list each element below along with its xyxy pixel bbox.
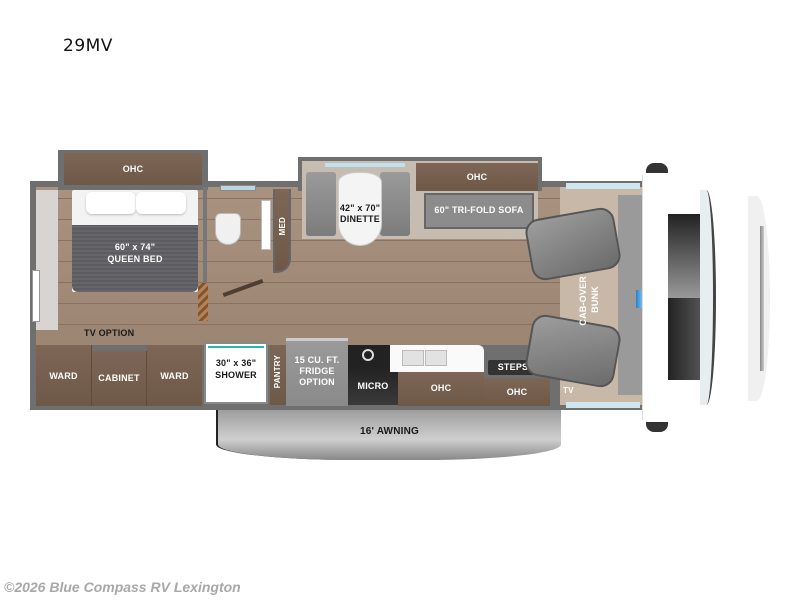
ward-right: WARD bbox=[147, 345, 202, 406]
entry-ohc: OHC bbox=[484, 378, 550, 406]
cab-over-bunk-line2: BUNK bbox=[590, 286, 600, 313]
rear-window bbox=[32, 270, 40, 322]
rear-wall-panel bbox=[36, 190, 58, 330]
pillow-right bbox=[136, 192, 186, 214]
model-title: 29MV bbox=[63, 36, 113, 56]
galley-ohc: OHC bbox=[398, 372, 484, 406]
med-cabinet: MED bbox=[273, 189, 291, 273]
dinette-bench-right bbox=[380, 172, 410, 236]
cabinet: CABINET bbox=[92, 351, 147, 406]
engine-bottom bbox=[668, 298, 702, 380]
shower: 30" x 36" SHOWER bbox=[204, 342, 268, 404]
microwave: MICRO bbox=[348, 367, 398, 405]
burner-icon bbox=[362, 349, 374, 361]
bath-window bbox=[220, 185, 256, 191]
tv-option-label: TV OPTION bbox=[84, 328, 135, 338]
dinette-table: 42" x 70" DINETTE bbox=[338, 172, 382, 246]
cab-tv-label: TV bbox=[563, 386, 574, 395]
galley-counter bbox=[390, 345, 484, 372]
dinette-bench-left bbox=[306, 172, 336, 236]
cab-over-bunk-line1: CAB-OVER bbox=[578, 276, 588, 326]
ward-left: WARD bbox=[36, 345, 92, 406]
mirror-bottom bbox=[646, 422, 668, 432]
curtain-icon bbox=[198, 283, 208, 321]
dash-screen bbox=[636, 290, 644, 308]
sink-right bbox=[425, 350, 447, 366]
stove bbox=[348, 345, 390, 367]
sink-vanity bbox=[261, 200, 271, 250]
grille bbox=[760, 226, 764, 371]
awning-label: 16' AWNING bbox=[359, 426, 420, 437]
dinette-window bbox=[325, 163, 405, 167]
sink-left bbox=[402, 350, 424, 366]
mirror-top bbox=[646, 163, 668, 173]
awning: 16' AWNING bbox=[216, 408, 561, 460]
cab-window-bottom bbox=[566, 402, 640, 408]
bumper bbox=[748, 196, 770, 401]
sofa-ohc: OHC bbox=[416, 163, 538, 191]
windshield bbox=[700, 190, 716, 405]
bedroom-ohc: OHC bbox=[64, 153, 202, 185]
toilet-icon bbox=[215, 213, 241, 245]
footer-credit: ©2026 Blue Compass RV Lexington bbox=[4, 579, 241, 595]
bed-blanket: 60" x 74" QUEEN BED bbox=[72, 225, 198, 292]
shower-accent bbox=[208, 346, 264, 348]
tri-fold-sofa: 60" TRI-FOLD SOFA bbox=[424, 193, 534, 229]
queen-bed: 60" x 74" QUEEN BED bbox=[72, 190, 198, 292]
cab-window-top bbox=[566, 183, 640, 189]
bath-wall bbox=[203, 187, 207, 287]
pillow-left bbox=[86, 192, 136, 214]
pantry: PANTRY bbox=[270, 345, 286, 405]
engine-top bbox=[668, 214, 702, 298]
fridge: 15 CU. FT. FRIDGE OPTION bbox=[286, 338, 348, 406]
